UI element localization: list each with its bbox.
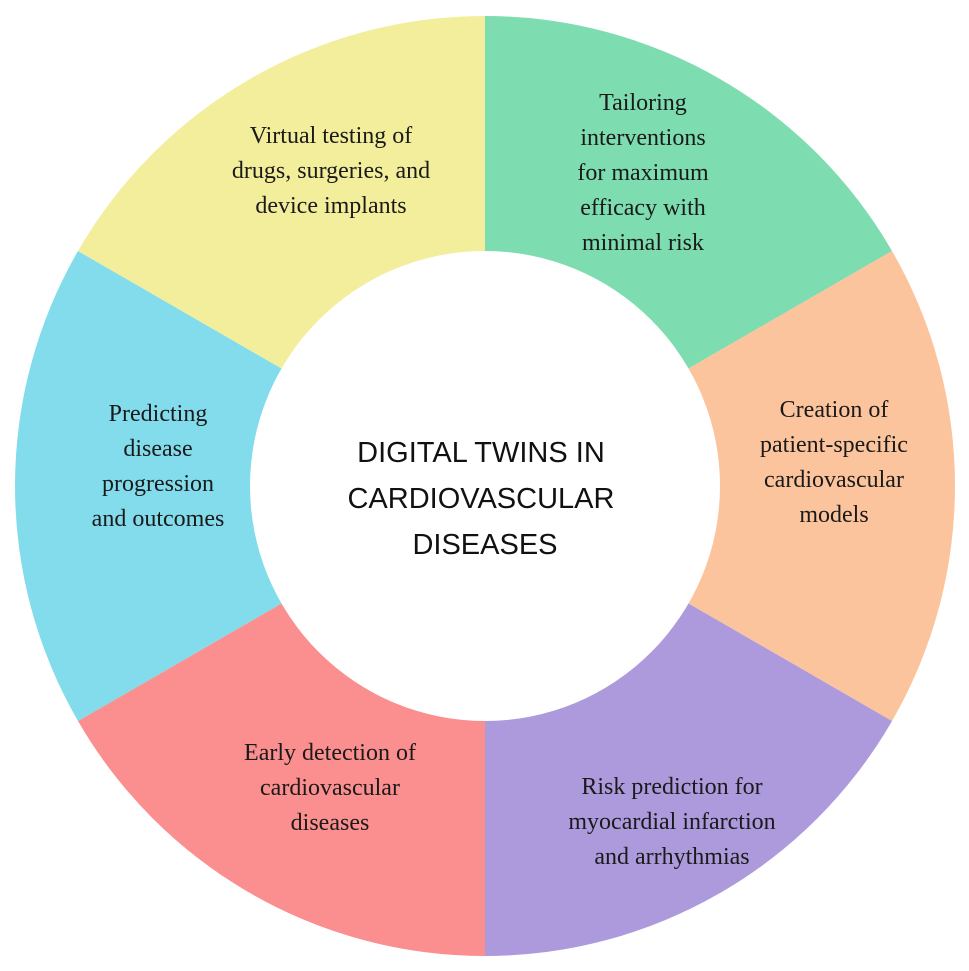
segment-label-virtual: Virtual testing of drugs, surgeries, and d… [232,123,430,219]
center-title-line-1: DIGITAL TWINS IN [357,437,605,469]
center-hub [250,251,720,721]
segment-label-risk: Risk prediction for myocardial infarction… [568,774,775,870]
center-title-line-3: DISEASES [412,529,557,561]
center-title: DIGITAL TWINS IN CARDIOVASCULAR DISEASES [347,437,622,561]
segment-label-risk-line-3: and arrhythmias [594,844,749,870]
segment-label-risk-line-1: Risk prediction for [581,774,762,800]
segment-label-creation-line-3: cardiovascular [764,467,904,493]
segment-label-early-line-2: cardiovascular [260,775,400,801]
segment-label-creation-line-2: patient-specific [760,432,908,458]
segment-label-tailoring-line-5: minimal risk [582,230,704,256]
segment-label-predicting-line-3: progression [102,471,214,497]
segment-label-virtual-line-2: drugs, surgeries, and [232,158,430,184]
center-title-line-2: CARDIOVASCULAR [347,483,614,515]
segment-label-creation-line-4: models [799,502,868,528]
segment-label-predicting: Predicting disease progression and outcomes [92,401,225,532]
segment-label-virtual-line-1: Virtual testing of [250,123,413,149]
segment-label-tailoring-line-3: for maximum [577,160,709,186]
segment-label-predicting-line-2: disease [123,436,192,462]
segment-label-early-line-3: diseases [291,810,370,836]
segment-label-early: Early detection of cardiovascular diseases [244,740,416,836]
segment-label-risk-line-2: myocardial infarction [568,809,775,835]
segment-label-predicting-line-1: Predicting [109,401,208,427]
segment-label-predicting-line-4: and outcomes [92,506,225,532]
segment-label-tailoring: Tailoring interventions for maximum efficac… [577,90,709,256]
segment-label-tailoring-line-1: Tailoring [599,90,687,116]
segment-label-creation-line-1: Creation of [780,397,889,423]
segment-label-early-line-1: Early detection of [244,740,416,766]
segment-label-tailoring-line-2: interventions [580,125,705,151]
segment-label-creation: Creation of patient-specific cardiovascula… [760,397,908,528]
segment-label-virtual-line-3: device implants [255,193,406,219]
segment-label-tailoring-line-4: efficacy with [580,195,706,221]
